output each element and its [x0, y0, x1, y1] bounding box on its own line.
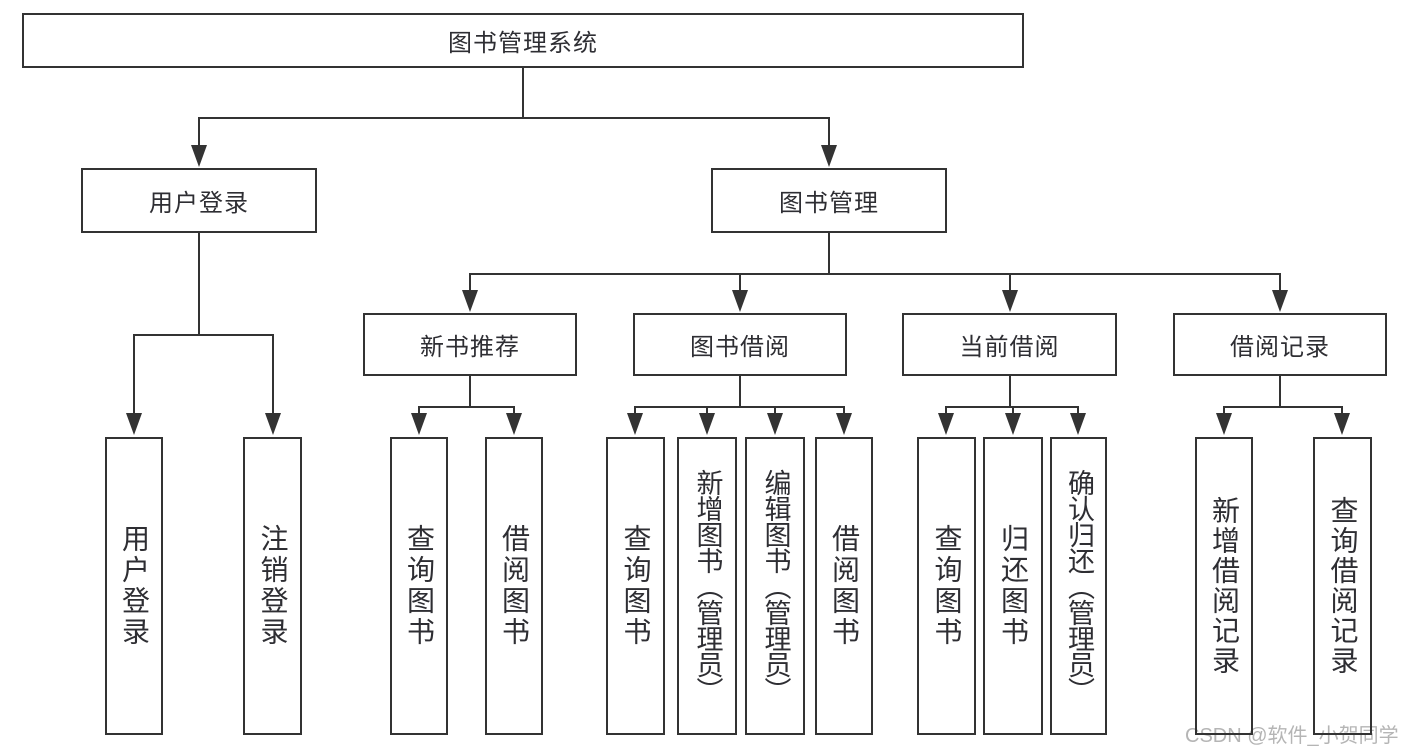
node-current-borrowing: 当前借阅	[902, 313, 1117, 376]
node-borrow-query-books: 查询图书	[606, 437, 665, 735]
node-records-add-record: 新增借阅记录	[1195, 437, 1253, 735]
connector-borrowing-records-to-children	[1216, 375, 1350, 435]
node-book-management: 图书管理	[711, 168, 947, 233]
connector-book-management-to-level3	[462, 232, 1288, 312]
node-borrow-edit-books-admin: 编辑图书（管理员）	[745, 437, 805, 735]
node-newbook-borrow-books: 借阅图书	[485, 437, 543, 735]
node-book-borrowing: 图书借阅	[633, 313, 847, 376]
connector-current-borrowing-to-children	[938, 375, 1086, 435]
connector-user-login-to-children	[126, 232, 281, 435]
connector-new-book-recommend-to-children	[411, 375, 522, 435]
node-borrowing-records: 借阅记录	[1173, 313, 1387, 376]
node-current-confirm-return-admin: 确认归还（管理员）	[1050, 437, 1107, 735]
connector-root-to-level2	[191, 67, 837, 167]
node-user-login: 用户登录	[81, 168, 317, 233]
node-new-book-recommend: 新书推荐	[363, 313, 577, 376]
node-borrow-add-books-admin: 新增图书（管理员）	[677, 437, 737, 735]
node-borrow-borrow-books: 借阅图书	[815, 437, 873, 735]
node-leaf-user-login: 用户登录	[105, 437, 163, 735]
node-current-query-books: 查询图书	[917, 437, 976, 735]
node-newbook-query-books: 查询图书	[390, 437, 448, 735]
csdn-watermark: CSDN @软件_小贺同学	[1185, 725, 1399, 747]
node-leaf-logout: 注销登录	[243, 437, 302, 735]
node-library-management-system: 图书管理系统	[22, 13, 1024, 68]
node-current-return-books: 归还图书	[983, 437, 1043, 735]
node-records-query-record: 查询借阅记录	[1313, 437, 1372, 735]
connector-book-borrowing-to-children	[627, 375, 852, 435]
